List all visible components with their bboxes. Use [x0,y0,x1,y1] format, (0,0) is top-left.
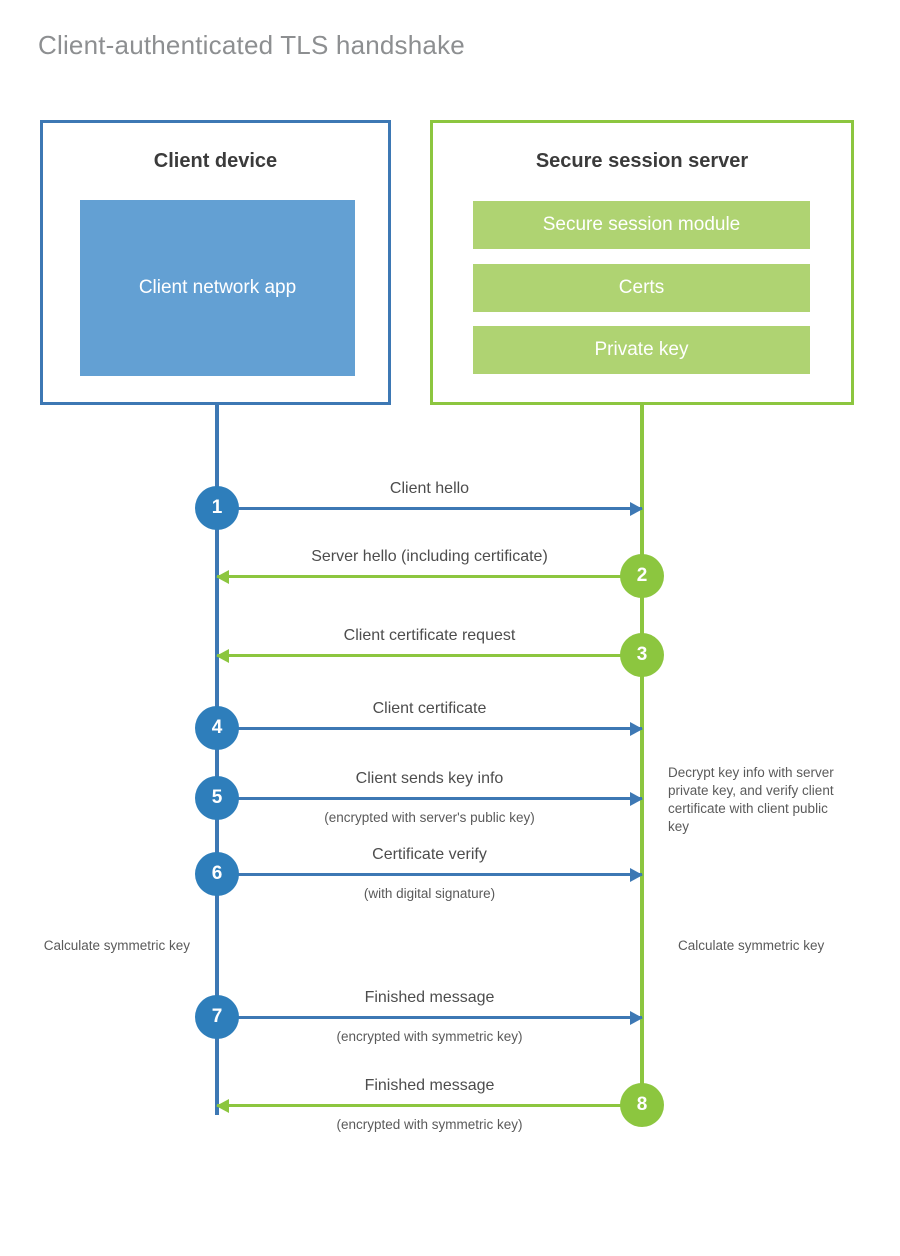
message-line [217,727,642,730]
message-line [217,873,642,876]
arrow-head-icon [216,570,229,584]
message-label: Client certificate [372,700,487,717]
message-line [217,1104,642,1107]
server-component-certs: Certs [473,264,810,312]
message-sublabel: (encrypted with server's public key) [324,810,535,825]
message-label: Certificate verify [372,846,487,863]
client-lifeline [215,405,219,1115]
message-label: Client certificate request [343,627,516,644]
step-circle-6: 6 [195,852,239,896]
message-label: Server hello (including certificate) [311,548,548,565]
arrow-head-icon [630,502,643,516]
message-label: Finished message [364,1077,495,1094]
client-network-app-block: Client network app [80,200,355,376]
server-component-secure-session-module: Secure session module [473,201,810,249]
message-label: Client sends key info [355,770,504,787]
client-device-title: Client device [153,150,278,172]
server-lifeline [640,405,644,1105]
step-circle-8: 8 [620,1083,664,1127]
message-line [217,797,642,800]
step-circle-4: 4 [195,706,239,750]
arrow-head-icon [630,868,643,882]
note-client-calculate-symmetric-key: Calculate symmetric key [43,938,190,953]
message-line [217,654,642,657]
message-line [217,507,642,510]
arrow-head-icon [630,792,643,806]
step-circle-1: 1 [195,486,239,530]
step-circle-7: 7 [195,995,239,1039]
arrow-head-icon [216,649,229,663]
step-circle-3: 3 [620,633,664,677]
client-device-box: Client device Client network app [40,120,391,405]
step-circle-5: 5 [195,776,239,820]
message-line [217,575,642,578]
message-label: Finished message [364,989,495,1006]
secure-session-server-box: Secure session server Secure session mod… [430,120,854,405]
message-sublabel: (encrypted with symmetric key) [336,1029,523,1044]
page-title: Client-authenticated TLS handshake [38,30,465,60]
arrow-head-icon [216,1099,229,1113]
arrow-head-icon [630,1011,643,1025]
message-sublabel: (encrypted with symmetric key) [336,1117,523,1132]
server-component-private-key: Private key [473,326,810,374]
step-circle-2: 2 [620,554,664,598]
message-label: Client hello [389,480,470,497]
arrow-head-icon [630,722,643,736]
note-server-decrypt: Decrypt key info with server private key… [668,765,834,834]
message-line [217,1016,642,1019]
note-server-calculate-symmetric-key: Calculate symmetric key [678,938,825,953]
secure-session-server-title: Secure session server [535,150,749,172]
message-sublabel: (with digital signature) [363,886,496,901]
